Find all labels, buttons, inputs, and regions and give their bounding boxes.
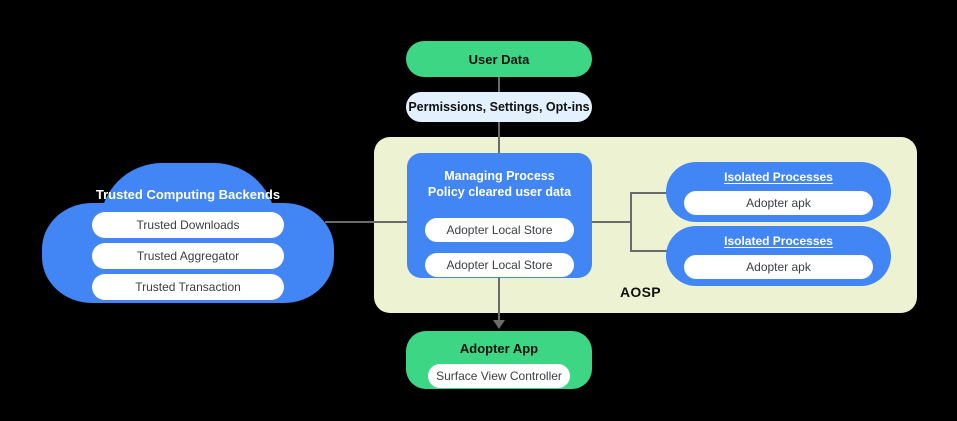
isolated-process-node-1[interactable]: Isolated Processes Adopter apk	[666, 162, 891, 222]
user-data-node[interactable]: User Data	[406, 41, 592, 77]
adopter-local-store-1[interactable]: Adopter Local Store	[425, 218, 574, 242]
managing-process-title-line2: Policy cleared user data	[427, 185, 572, 199]
connector-managing-process-to-adopter-app	[498, 278, 500, 322]
user-data-title: User Data	[468, 51, 530, 67]
connector-userdata-to-permissions	[498, 77, 500, 92]
permissions-title: Permissions, Settings, Opt-ins	[408, 100, 590, 114]
trusted-computing-backends-cloud[interactable]: Trusted Computing Backends Trusted Downl…	[42, 163, 334, 303]
adopter-local-store-2[interactable]: Adopter Local Store	[425, 253, 574, 277]
adopter-app-title: Adopter App	[459, 341, 539, 356]
adopter-apk-1[interactable]: Adopter apk	[684, 191, 873, 215]
isolated-process-title-1: Isolated Processes	[724, 170, 833, 184]
connector-bracket-to-isolated-process-1	[630, 192, 667, 194]
cloud-item-trusted-transaction[interactable]: Trusted Transaction	[92, 274, 284, 300]
aosp-label: AOSP	[620, 284, 661, 300]
connector-cloud-to-aosp	[325, 221, 407, 223]
managing-process-title-line1: Managing Process	[444, 169, 555, 183]
adopter-app-node[interactable]: Adopter App Surface View Controller	[406, 331, 592, 389]
arrowhead-down-icon	[493, 320, 505, 329]
cloud-item-trusted-downloads[interactable]: Trusted Downloads	[92, 212, 284, 238]
connector-permissions-to-managing-process	[498, 122, 500, 153]
cloud-title: Trusted Computing Backends	[95, 187, 281, 202]
isolated-process-node-2[interactable]: Isolated Processes Adopter apk	[666, 226, 891, 286]
managing-process-node[interactable]: Managing Process Policy cleared user dat…	[407, 153, 592, 278]
cloud-item-trusted-aggregator[interactable]: Trusted Aggregator	[92, 243, 284, 269]
isolated-process-title-2: Isolated Processes	[724, 234, 833, 248]
surface-view-controller[interactable]: Surface View Controller	[428, 364, 570, 388]
connector-bracket-vertical	[630, 192, 632, 252]
connector-bracket-to-isolated-process-2	[630, 250, 667, 252]
connector-managing-process-to-bracket	[592, 221, 632, 223]
permissions-node[interactable]: Permissions, Settings, Opt-ins	[406, 92, 592, 122]
adopter-apk-2[interactable]: Adopter apk	[684, 255, 873, 279]
